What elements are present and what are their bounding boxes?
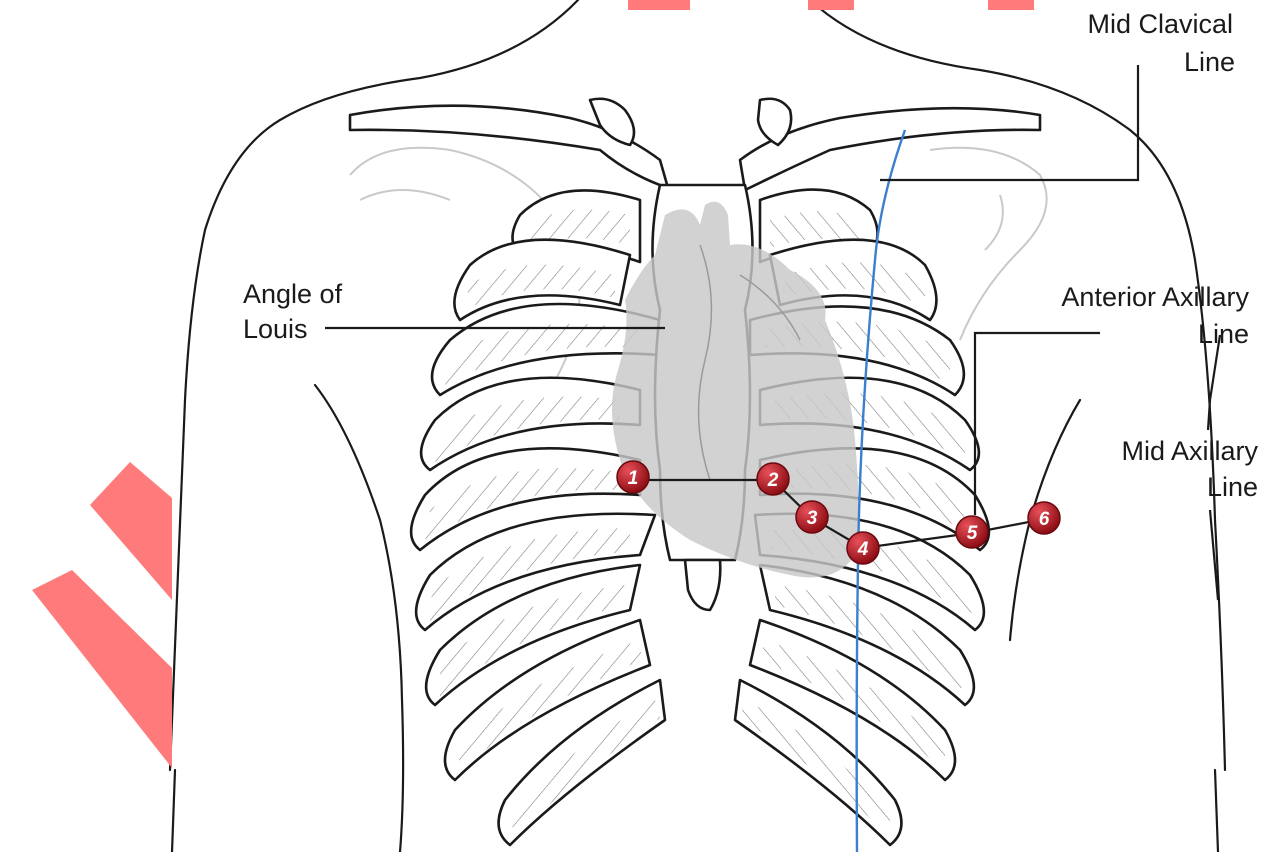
mid-clavical-label-line2: Line xyxy=(1184,47,1235,77)
lead-v2-number: 2 xyxy=(767,470,779,491)
watermark-shape-large xyxy=(90,462,172,600)
lead-v1-number: 1 xyxy=(628,468,639,489)
lead-v5-marker: 5 xyxy=(956,516,988,548)
lead-v1-marker: 1 xyxy=(617,461,649,493)
angle-of-louis-label-line2: Louis xyxy=(243,314,308,344)
lead-v6-marker: 6 xyxy=(1028,502,1060,534)
watermark-bar-3 xyxy=(988,0,1034,10)
watermark-shape-bottom xyxy=(32,570,172,768)
lead-v4-marker: 4 xyxy=(847,532,879,564)
mid-axillary-label-line1: Mid Axillary xyxy=(1121,436,1258,466)
mid-clavical-label-line1: Mid Clavical xyxy=(1087,9,1233,39)
rib-cage-left xyxy=(411,190,665,845)
anterior-axillary-label-line2: Line xyxy=(1198,319,1249,349)
lead-v4-number: 4 xyxy=(857,539,869,560)
lead-v5-number: 5 xyxy=(967,523,978,544)
lead-v6-number: 6 xyxy=(1039,509,1050,530)
watermark-bar-2 xyxy=(808,0,854,10)
mid-axillary-label-line2: Line xyxy=(1207,472,1258,502)
lead-v3-marker: 3 xyxy=(796,501,828,533)
lead-v2-marker: 2 xyxy=(757,463,789,495)
anterior-axillary-label-line1: Anterior Axillary xyxy=(1061,282,1249,312)
watermark-bar-1 xyxy=(628,0,690,10)
lead-v3-number: 3 xyxy=(807,508,818,529)
clavicles xyxy=(350,99,1040,190)
angle-of-louis-label-line1: Angle of xyxy=(243,279,343,309)
